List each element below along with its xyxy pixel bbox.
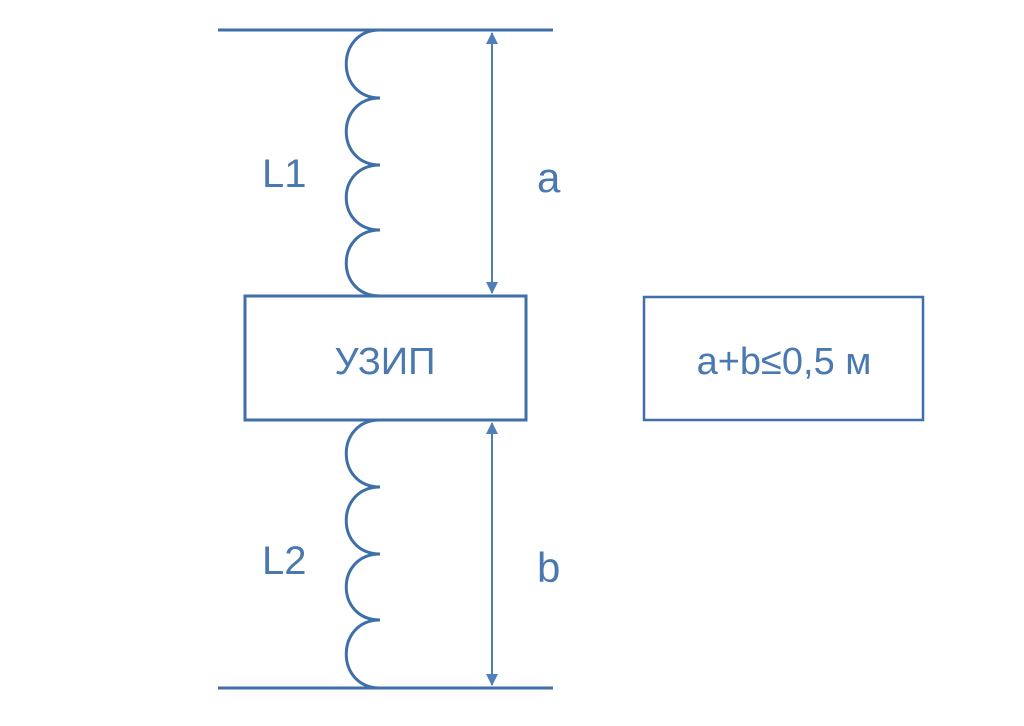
inductor-l1-coil [344,28,381,298]
inductor-l2-coil [344,418,381,690]
condition-label: a+b≤0,5 м [697,341,872,383]
distance-b-label: b [537,544,560,591]
condition-box [642,295,925,422]
inductor-l1-label: L1 [262,152,307,196]
spd-device-box [243,294,528,422]
distance-a-label: a [537,154,561,201]
inductor-l2-label: L2 [262,539,307,583]
spd-device-label: УЗИП [335,341,436,383]
